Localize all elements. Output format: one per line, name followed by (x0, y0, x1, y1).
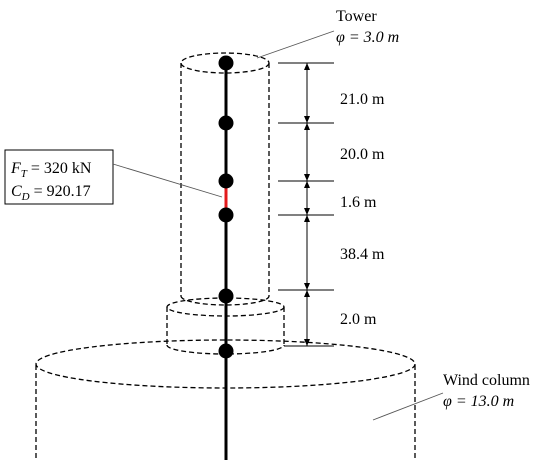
segment-label-1: 21.0 m (340, 91, 385, 108)
node-4 (218, 207, 234, 223)
element-properties-box: FT = 320 kN CD = 920.17 (4, 149, 223, 205)
arrowhead (304, 174, 310, 181)
nodes (218, 55, 234, 359)
force-subscript: T (21, 168, 28, 180)
segment-labels: 21.0 m 20.0 m 1.6 m 38.4 m 2.0 m (340, 91, 385, 328)
dimension-ticks (278, 62, 334, 347)
tower-cylinder (180, 52, 270, 306)
segment-label-4: 38.4 m (340, 246, 385, 263)
arrowhead (304, 181, 310, 188)
segment-label-3: 1.6 m (340, 194, 377, 211)
drag-value: = 920.17 (30, 183, 91, 200)
arrowhead (304, 215, 310, 222)
properties-leader-line (112, 163, 223, 198)
properties-box-frame (4, 149, 114, 205)
node-2 (218, 115, 234, 131)
tower-top-ellipse (180, 52, 270, 74)
segment-label-5: 2.0 m (340, 311, 377, 328)
arrowhead (304, 290, 310, 297)
wind-column-annotation: Wind column φ = 13.0 m (372, 372, 530, 421)
force-symbol: F (10, 160, 21, 177)
drag-subscript: D (21, 191, 30, 203)
force-text: FT = 320 kN (10, 160, 92, 180)
arrowhead (304, 339, 310, 346)
tower-label: Tower (336, 8, 377, 25)
node-6 (218, 343, 234, 359)
arrowhead (304, 116, 310, 123)
drag-symbol: C (11, 183, 22, 200)
node-1 (218, 55, 234, 71)
wind-column-leader-line (372, 392, 444, 421)
segment-label-2: 20.0 m (340, 146, 385, 163)
arrowhead (304, 208, 310, 215)
tower-leader-line (256, 30, 335, 59)
arrowhead (304, 123, 310, 130)
node-3 (218, 173, 234, 189)
drag-text: CD = 920.17 (11, 183, 91, 203)
tower-diameter: φ = 3.0 m (336, 29, 399, 46)
force-value: = 320 kN (27, 160, 92, 177)
tower-annotation: Tower φ = 3.0 m (256, 8, 399, 59)
dimension-arrows (304, 63, 310, 346)
node-5 (218, 288, 234, 304)
wind-column-label: Wind column (443, 372, 530, 389)
arrowhead (304, 63, 310, 70)
arrowhead (304, 283, 310, 290)
wind-column-diameter: φ = 13.0 m (443, 393, 514, 410)
